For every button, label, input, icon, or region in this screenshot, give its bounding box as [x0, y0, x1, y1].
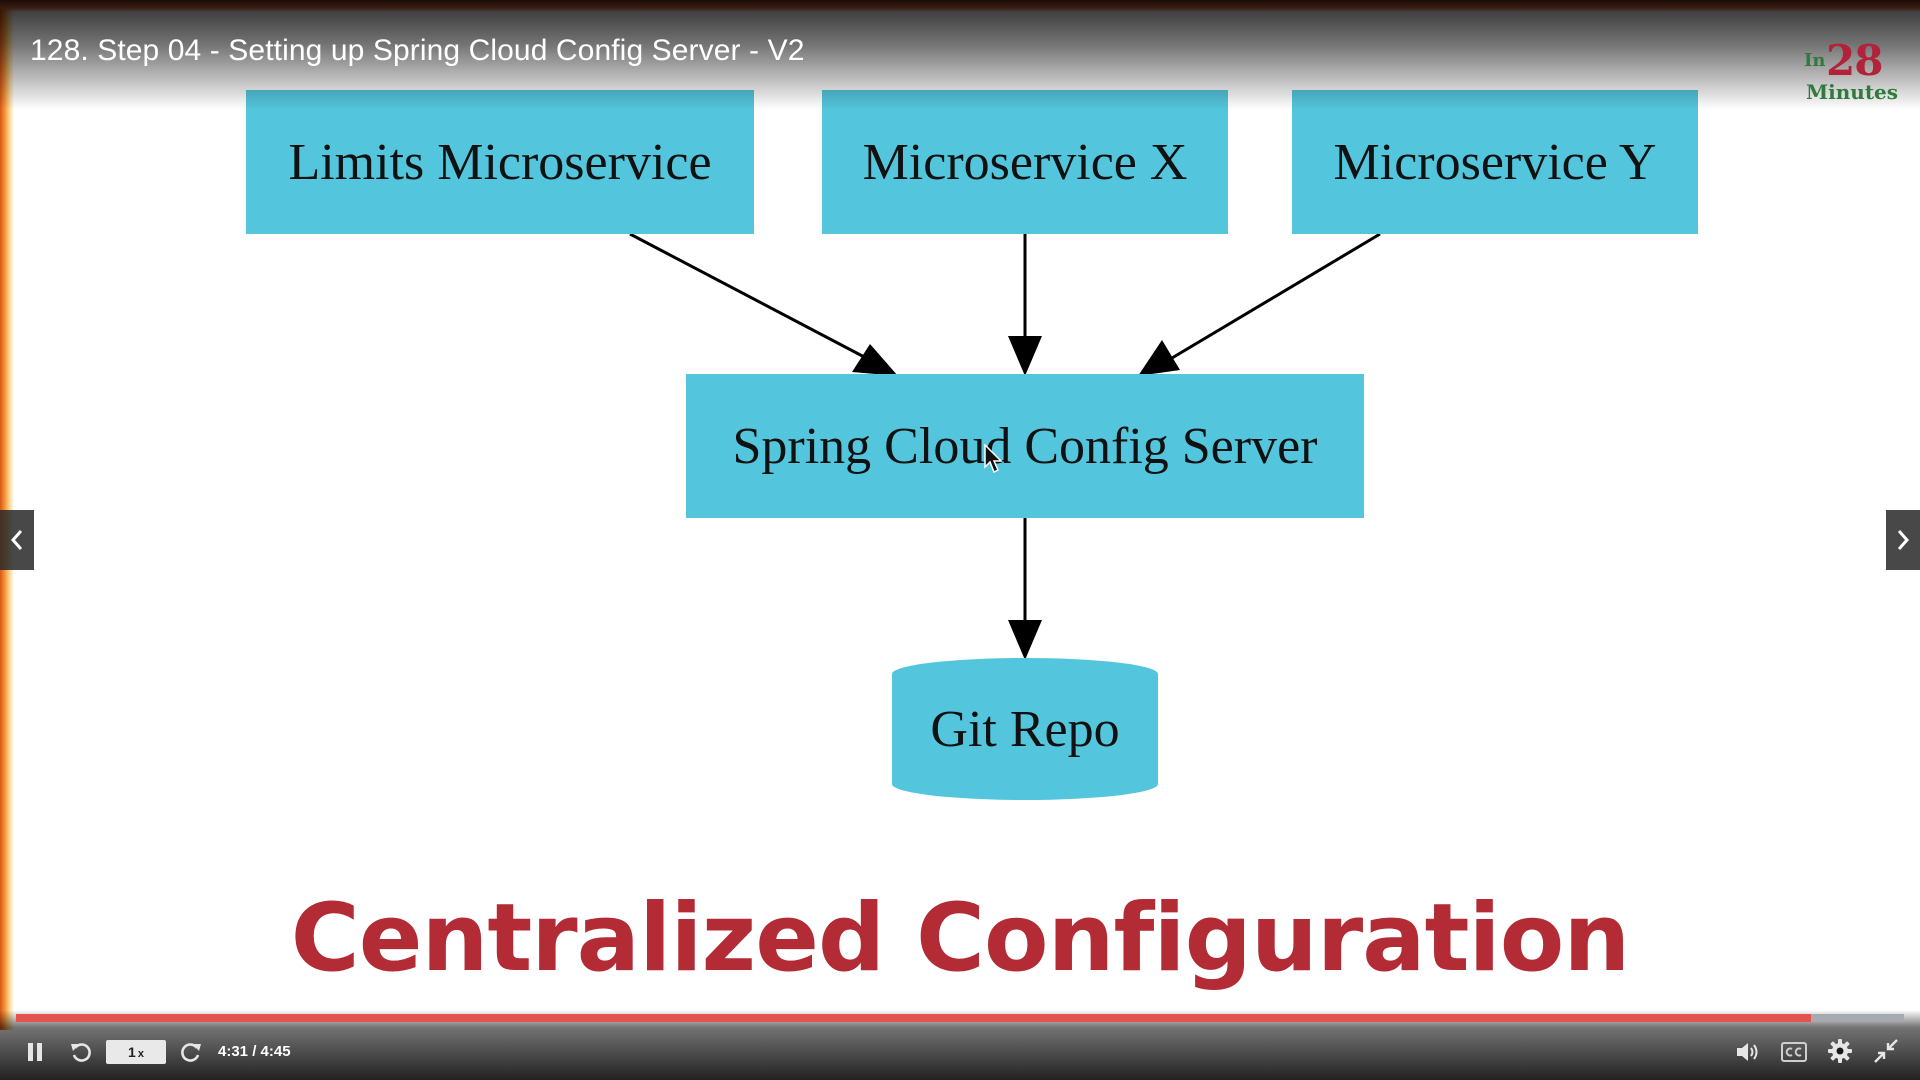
arrowhead-limits [852, 344, 898, 376]
top-edge-decoration [0, 0, 1920, 12]
next-lecture-button[interactable] [1886, 510, 1920, 570]
chevron-right-icon [1897, 530, 1910, 550]
forward-icon [181, 1043, 201, 1062]
progress-bar-fill [16, 1014, 1812, 1022]
mouse-cursor-icon [984, 444, 1003, 474]
captions-button[interactable] [1776, 1036, 1812, 1068]
edge-limits-to-server [629, 232, 871, 362]
gear-icon [1828, 1039, 1852, 1063]
logo-prefix: In [1804, 50, 1826, 71]
pause-button[interactable] [18, 1038, 52, 1066]
closed-captions-icon [1781, 1042, 1807, 1062]
speed-value: 1 [128, 1044, 136, 1060]
video-title: 128. Step 04 - Setting up Spring Cloud C… [30, 34, 805, 67]
node-git-repo: Git Repo [892, 658, 1158, 800]
rewind-icon [71, 1043, 91, 1062]
pause-icon [28, 1043, 42, 1061]
previous-lecture-button[interactable] [0, 510, 34, 570]
node-microservice-x: Microservice X [822, 90, 1228, 234]
volume-button[interactable] [1730, 1036, 1766, 1068]
volume-icon [1737, 1043, 1758, 1061]
exit-fullscreen-icon [1874, 1039, 1898, 1063]
arrowhead-y [1138, 340, 1180, 376]
in28minutes-logo: In 28 Minutes [1800, 36, 1900, 106]
rewind-button[interactable] [64, 1036, 98, 1068]
playback-speed-button[interactable]: 1 x [106, 1040, 166, 1064]
logo-suffix: Minutes [1806, 80, 1899, 104]
forward-button[interactable] [174, 1036, 208, 1068]
exit-fullscreen-button[interactable] [1868, 1034, 1904, 1068]
edge-y-to-server [1171, 232, 1381, 360]
node-limits-microservice: Limits Microservice [246, 90, 754, 234]
node-spring-cloud-config-server: Spring Cloud Config Server [686, 374, 1364, 518]
arrowhead-x [1008, 336, 1042, 376]
progress-bar[interactable] [16, 1014, 1904, 1022]
settings-button[interactable] [1822, 1034, 1858, 1068]
logo-number: 28 [1826, 36, 1883, 85]
speed-suffix: x [137, 1047, 144, 1060]
slide-caption: Centralized Configuration [290, 884, 1631, 993]
time-display: 4:31 / 4:45 [218, 1043, 291, 1060]
arrowhead-git [1008, 620, 1042, 660]
node-microservice-y: Microservice Y [1292, 90, 1698, 234]
title-overlay [0, 0, 1920, 110]
chevron-left-icon [10, 530, 23, 550]
